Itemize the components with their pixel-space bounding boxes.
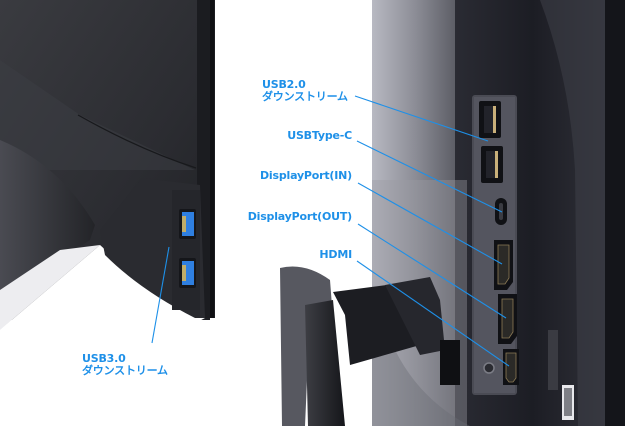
label-usb3-line1: USB3.0 (82, 352, 126, 365)
usb3-port-lower (179, 258, 196, 288)
label-displayport-out: DisplayPort(OUT) (247, 210, 352, 223)
displayport-out (498, 294, 517, 344)
label-usb2-line1: USB2.0 (262, 78, 306, 91)
label-displayport-in: DisplayPort(IN) (259, 169, 352, 182)
hdmi-port (503, 349, 519, 385)
label-usb2-downstream: USB2.0 ダウンストリーム (262, 79, 348, 103)
label-usb3-downstream: USB3.0 ダウンストリーム (82, 353, 168, 377)
usb2-port-2 (481, 146, 503, 183)
label-usb-type-c: USBType-C (287, 129, 352, 142)
label-usb3-line2: ダウンストリーム (82, 364, 168, 377)
usb3-port-upper (179, 209, 196, 239)
usb2-port-1 (479, 101, 501, 138)
security-screw (483, 362, 495, 374)
rear-label-sticker (548, 330, 574, 420)
usb-type-c-port (495, 198, 507, 225)
displayport-in (494, 240, 513, 290)
left-monitor-side (0, 0, 215, 426)
label-hdmi: HDMI (319, 248, 352, 261)
label-usb2-line2: ダウンストリーム (262, 90, 348, 103)
